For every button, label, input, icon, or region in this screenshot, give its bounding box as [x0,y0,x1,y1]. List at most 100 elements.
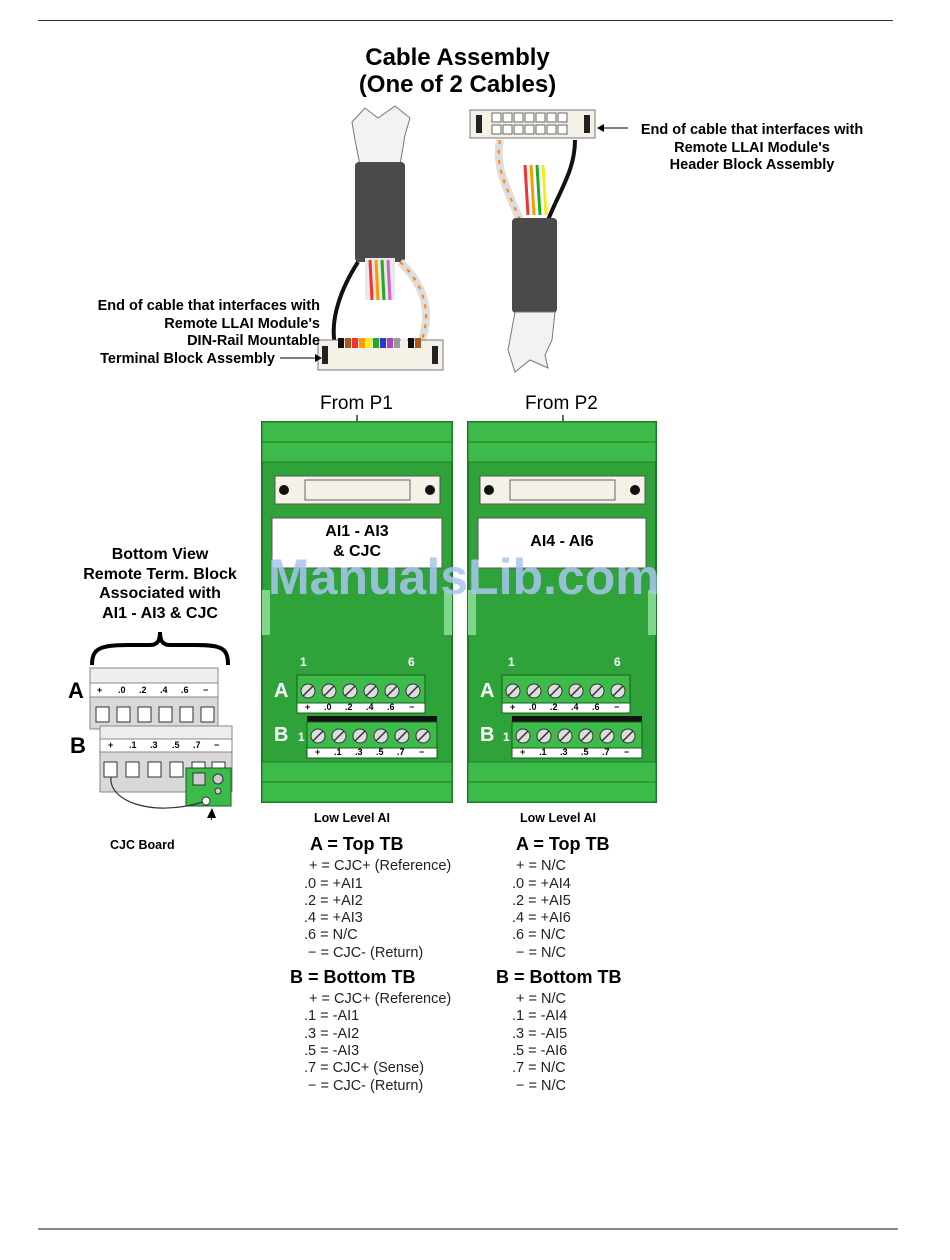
tb1-term-a-3: .4 [366,702,374,712]
legend2-bottom-heading: B = Bottom TB [496,967,622,988]
tb1-row-b-num: 1 [298,730,305,744]
callout-right-line-2: Remote LLAI Module's [674,139,830,156]
tb2-row-a: A [480,680,495,702]
legend2-top-heading: A = Top TB [516,834,610,855]
tb1-term-b-1: .1 [334,747,342,757]
tb1-num-left: 1 [300,655,307,669]
bv-term-b-1: .1 [129,740,137,750]
tb1-label: AI1 - AI3 & CJC [272,522,442,562]
bottom-view-caption: Bottom View Remote Term. Block Associate… [60,545,260,623]
tb1-label-line-2: & CJC [332,543,381,560]
tb2-term-a-5: − [614,702,620,712]
tb2-term-b-1: .1 [539,747,547,757]
tb2-term-a-0: + [510,702,516,712]
tb2-term-b-2: .3 [560,747,568,757]
legend2-bottom-row: .5 = -AI6 [512,1042,568,1059]
bottom-view-block [89,667,233,820]
title-line-2: (One of 2 Cables) [358,71,557,98]
diagram-title: Cable Assembly (One of 2 Cables) [330,44,585,98]
watermark: ManualsLib.com [268,549,660,605]
callout-left-line-2: Remote LLAI Module's [164,315,320,332]
legend-block-2: Low Level AI A = Top TB + = N/C .0 = +AI… [496,810,696,1095]
tb1-term-b-2: .3 [355,747,363,757]
legend2-top-row: .2 = +AI5 [512,892,571,909]
legend1-top-row: .6 = N/C [304,927,358,944]
tb2-label: AI4 - AI6 [530,533,594,550]
tb2-term-a-1: .0 [529,702,537,712]
tb1-label-line-1: AI1 - AI3 [325,523,389,540]
legend2-bottom-row: .7 = N/C [512,1060,566,1077]
legend1-top-row: − = CJC- (Return) [308,944,424,961]
callout-right-line-1: End of cable that interfaces with [640,122,864,138]
callout-left-line-4: Terminal Block Assembly [100,350,275,367]
bv-term-a-4: .6 [181,685,189,695]
right-cable-callout: End of cable that interfaces with Remote… [632,122,872,175]
bv-term-b-5: − [214,740,220,750]
legend2-subtitle: Low Level AI [520,811,596,825]
legend2-bottom-row: .3 = -AI5 [512,1025,568,1042]
tb2-num-right: 6 [614,655,621,669]
bv-term-a-2: .2 [139,685,147,695]
cable-illustration [280,105,628,373]
legend1-top-row: .2 = +AI2 [304,892,363,909]
tb2-row-b-num: 1 [503,730,510,744]
legend2-bottom-row: .1 = -AI4 [512,1008,568,1025]
bv-term-a-3: .4 [160,685,168,695]
tb2-row-b: B [480,724,495,746]
tb1-term-b-0: + [315,747,321,757]
tb1-term-a-5: − [409,702,415,712]
tb1-term-b-5: − [419,747,425,757]
tb2-term-b-4: .7 [602,747,610,757]
tb2-term-a-4: .6 [592,702,600,712]
legend1-subtitle: Low Level AI [314,811,390,825]
callout-left-line-1: End of cable that interfaces with [97,298,320,314]
terminal-block-drawing [89,415,657,820]
tb2-num-left: 1 [508,655,515,669]
legend1-bottom-row: .3 = -AI2 [304,1025,360,1042]
legend2-top-row: .6 = N/C [512,927,566,944]
tb2-term-b-3: .5 [581,747,589,757]
from-p2-label: From P2 [525,393,598,414]
bottom-view-line-4: AI1 - AI3 & CJC [102,604,218,622]
tb2-term-b-5: − [624,747,630,757]
legend2-top-row: + = N/C [516,858,566,875]
bv-term-a-0: + [97,685,103,695]
left-cable-callout: End of cable that interfaces with Remote… [40,298,320,368]
tb2-term-b-0: + [520,747,526,757]
left-cable [280,105,444,371]
legend1-bottom-row: .7 = CJC+ (Sense) [304,1060,425,1077]
tb1-term-a-2: .2 [345,702,353,712]
tb1-row-b: B [274,724,289,746]
bv-term-b-3: .5 [172,740,180,750]
legend1-bottom-row: .5 = -AI3 [304,1042,360,1059]
legend2-bottom-row: + = N/C [516,991,566,1008]
top-rule [38,20,893,21]
bottom-view-line-3: Associated with [99,585,221,602]
bv-term-a-5: − [203,685,209,695]
tb2-term-a-3: .4 [571,702,579,712]
title-line-1: Cable Assembly [365,44,550,71]
legend1-bottom-row: .1 = -AI1 [304,1008,360,1025]
legend-block-1: Low Level AI A = Top TB + = CJC+ (Refere… [290,810,490,1095]
right-cable [469,109,628,373]
bottom-view-row-a: A [68,678,84,703]
bv-term-b-2: .3 [150,740,158,750]
cjc-board-label: CJC Board [110,838,175,852]
tb1-num-right: 6 [408,655,415,669]
tb1-term-b-3: .5 [376,747,384,757]
bv-term-b-0: + [108,740,114,750]
from-p1-label: From P1 [320,393,393,414]
bv-term-b-4: .7 [193,740,201,750]
tb1-term-a-4: .6 [387,702,395,712]
legend2-bottom-row: − = N/C [516,1077,566,1094]
callout-left-line-3: DIN-Rail Mountable [187,333,320,349]
terminal-block-1 [261,421,453,803]
legend1-top-row: + = CJC+ (Reference) [309,858,452,875]
tb2-term-a-2: .2 [550,702,558,712]
bottom-rule [38,1228,898,1230]
bottom-view-row-b: B [70,733,86,758]
legend1-top-row: .4 = +AI3 [304,910,363,927]
tb1-term-a-1: .0 [324,702,332,712]
bottom-view-line-2: Remote Term. Block [83,565,237,583]
callout-right-line-3: Header Block Assembly [669,157,835,173]
